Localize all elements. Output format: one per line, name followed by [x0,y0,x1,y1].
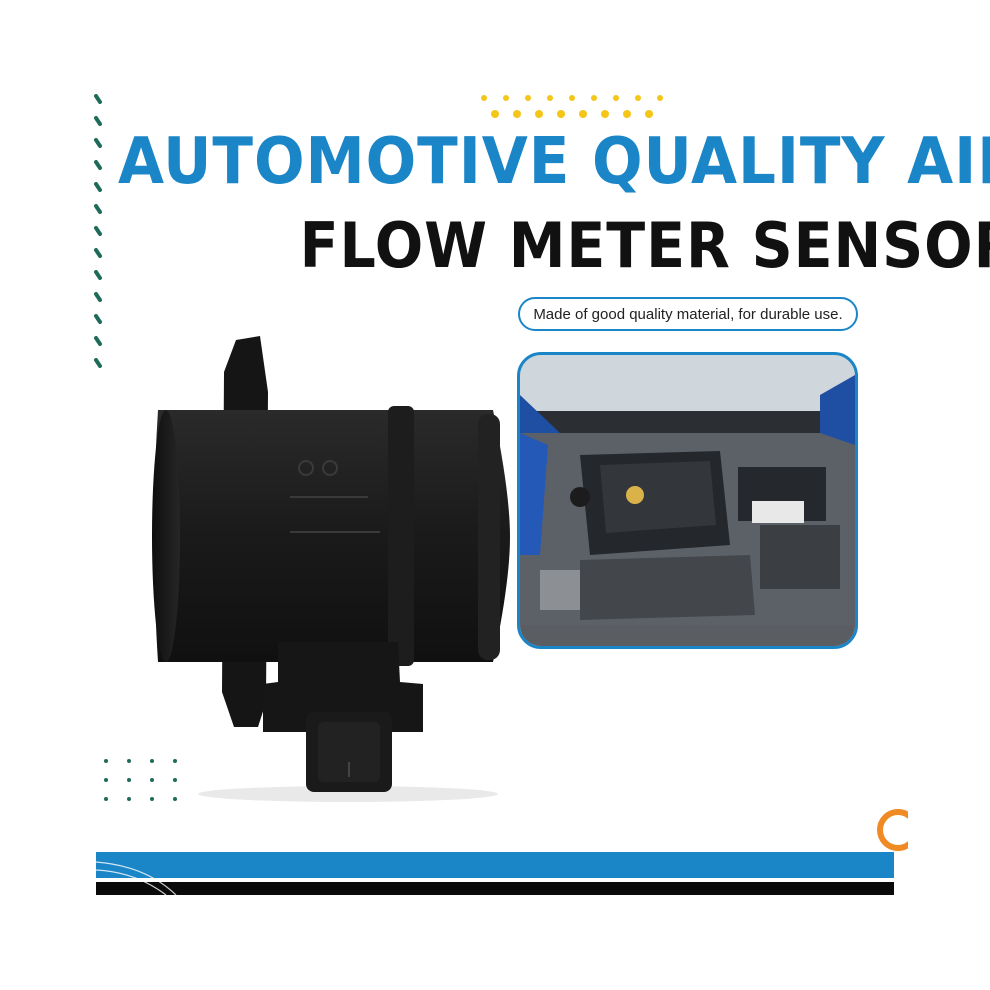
orange-ring-decoration [877,809,908,851]
headline-line-2: FLOW METER SENSOR [299,209,990,282]
green-dashes-decoration [94,94,102,368]
yellow-dots-decoration [481,95,663,118]
engine-bay-image [520,355,855,646]
air-flow-meter-sensor-image [152,336,510,802]
bottom-band-decoration [96,852,894,895]
feature-caption-pill: Made of good quality material, for durab… [518,297,858,331]
feature-caption-text: Made of good quality material, for durab… [533,305,843,323]
dot-grid-decoration [104,759,177,801]
headline-line-1: AUTOMOTIVE QUALITY AIR [118,125,990,199]
engine-bay-photo [517,352,858,649]
